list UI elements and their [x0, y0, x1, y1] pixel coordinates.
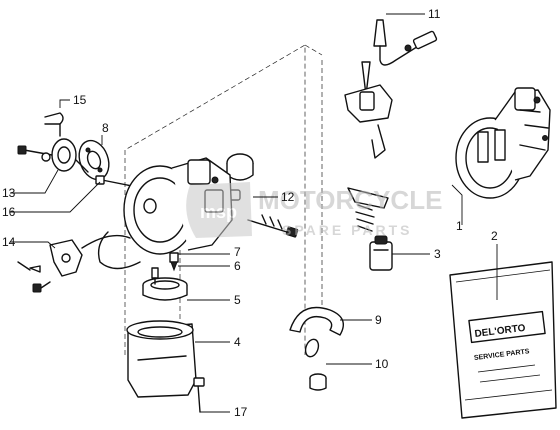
callout-11: 11 — [428, 7, 441, 21]
needle-valve — [151, 252, 179, 285]
callout-7: 7 — [234, 245, 241, 259]
carburettor-assembly — [455, 87, 551, 199]
fuel-line-cap — [344, 19, 438, 159]
callout-15: 15 — [73, 93, 87, 107]
callout-14: 14 — [2, 235, 16, 249]
choke-lever — [17, 234, 131, 293]
callout-6: 6 — [234, 259, 241, 273]
pump-cover — [17, 138, 89, 173]
watermark-logo: msp MOTORCYCLE SPARE PARTS — [186, 182, 442, 238]
chamber-gasket — [142, 277, 188, 301]
callout-1: 1 — [456, 219, 463, 233]
callout-16: 16 — [2, 205, 16, 219]
callout-5: 5 — [234, 293, 241, 307]
callout-leaders — [10, 13, 498, 413]
callout-2: 2 — [491, 229, 498, 243]
callout-13: 13 — [2, 186, 16, 200]
callout-12: 12 — [281, 190, 295, 204]
float — [369, 235, 393, 271]
callout-8: 8 — [102, 121, 109, 135]
watermark-badge-text: msp — [200, 202, 237, 222]
callout-10: 10 — [375, 357, 389, 371]
callout-3: 3 — [434, 247, 441, 261]
adjusting-screw — [95, 175, 143, 189]
callout-4: 4 — [234, 335, 241, 349]
retaining-clip — [44, 112, 64, 137]
float-spring — [347, 187, 389, 232]
watermark-line1: MOTORCYCLE — [258, 185, 442, 215]
float-chamber — [126, 320, 197, 398]
callout-9: 9 — [375, 313, 382, 327]
watermark-line2: SPARE PARTS — [282, 222, 413, 238]
u-clip — [289, 306, 344, 358]
pump-gasket — [78, 139, 110, 181]
rubber-cap — [309, 373, 327, 391]
drain-screw — [193, 377, 205, 413]
service-parts-bag: DEL'ORTO SERVICE PARTS — [449, 261, 557, 419]
callout-labels: 1 2 3 4 5 6 7 8 9 10 11 12 13 14 15 16 1… — [2, 7, 498, 419]
callout-17: 17 — [234, 405, 248, 419]
watermark-badge — [186, 182, 252, 238]
